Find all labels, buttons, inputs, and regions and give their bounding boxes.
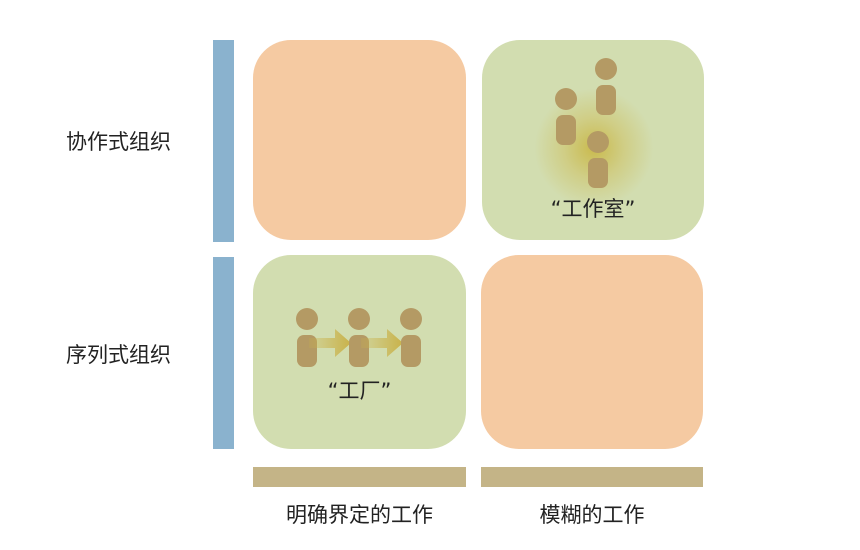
column-label-defined: 明确界定的工作: [286, 503, 433, 527]
cell-collaborative-defined: [253, 40, 466, 240]
person-icon: [400, 308, 422, 367]
column-label-ambiguous: 模糊的工作: [539, 503, 645, 527]
cell-collaborative-ambiguous: “工作室”: [482, 40, 704, 240]
person-icon: [555, 88, 577, 145]
arrow-right-icon: [309, 329, 351, 357]
person-icon: [587, 131, 609, 188]
cell-sequential-defined: “工厂”: [253, 255, 466, 449]
factory-caption: “工厂”: [327, 379, 392, 403]
row-bar-collaborative: [213, 40, 234, 242]
person-icon: [595, 58, 617, 115]
column-bar-ambiguous: [481, 467, 703, 487]
row-label-collaborative: 协作式组织: [66, 130, 171, 154]
cell-sequential-ambiguous: [481, 255, 703, 449]
row-bar-sequential: [213, 257, 234, 449]
studio-caption: “工作室”: [550, 197, 636, 221]
column-bar-defined: [253, 467, 466, 487]
row-label-sequential: 序列式组织: [66, 343, 171, 367]
arrow-right-icon: [361, 329, 403, 357]
